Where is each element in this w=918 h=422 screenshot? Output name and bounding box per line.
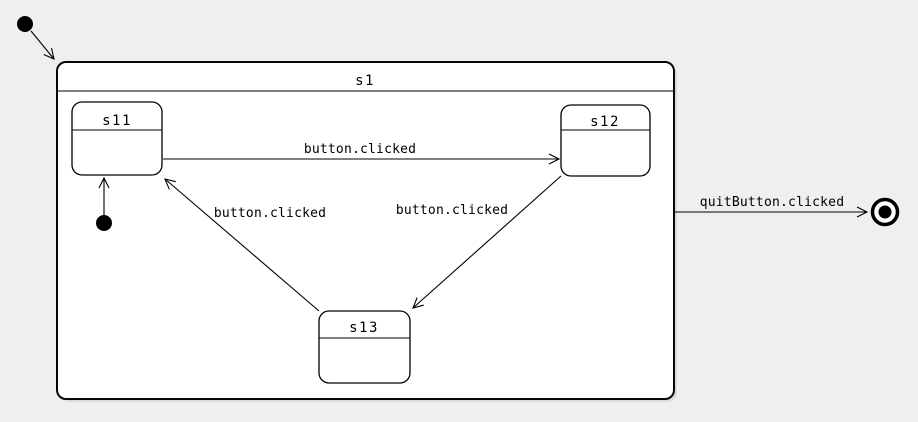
state-s1-box	[56, 61, 675, 400]
transition-s13-s11-label: button.clicked	[214, 206, 326, 221]
transition-s11-s12: button.clicked	[163, 142, 561, 165]
transition-s12-s13-line	[412, 175, 562, 309]
final-state	[870, 197, 900, 227]
state-s13: s13	[318, 310, 411, 384]
state-s12: s12	[560, 104, 651, 177]
transition-s11-s12-label: button.clicked	[304, 142, 416, 157]
state-s1-title: s1	[355, 73, 375, 89]
final-state-inner-dot	[878, 205, 892, 219]
state-s11-box	[71, 101, 163, 176]
initial-state-dot	[17, 16, 33, 32]
state-s1: s1	[56, 61, 675, 400]
transition-s13-s11-line	[164, 178, 320, 312]
initial-transition-to-s1	[30, 30, 55, 60]
state-s11-title: s11	[102, 113, 132, 129]
transition-s1-final: quitButton.clicked	[675, 195, 869, 218]
transition-s12-s13-label: button.clicked	[396, 203, 508, 218]
state-s12-box	[560, 104, 651, 177]
state-s12-title: s12	[590, 114, 620, 130]
transition-s12-s13: button.clicked	[396, 175, 562, 309]
transition-s1-final-label: quitButton.clicked	[700, 195, 844, 210]
state-s11: s11	[71, 101, 163, 176]
state-s13-box	[318, 310, 411, 384]
state-s13-title: s13	[349, 320, 379, 336]
inner-initial-state-dot	[96, 215, 112, 231]
transition-s13-s11: button.clicked	[164, 178, 326, 312]
